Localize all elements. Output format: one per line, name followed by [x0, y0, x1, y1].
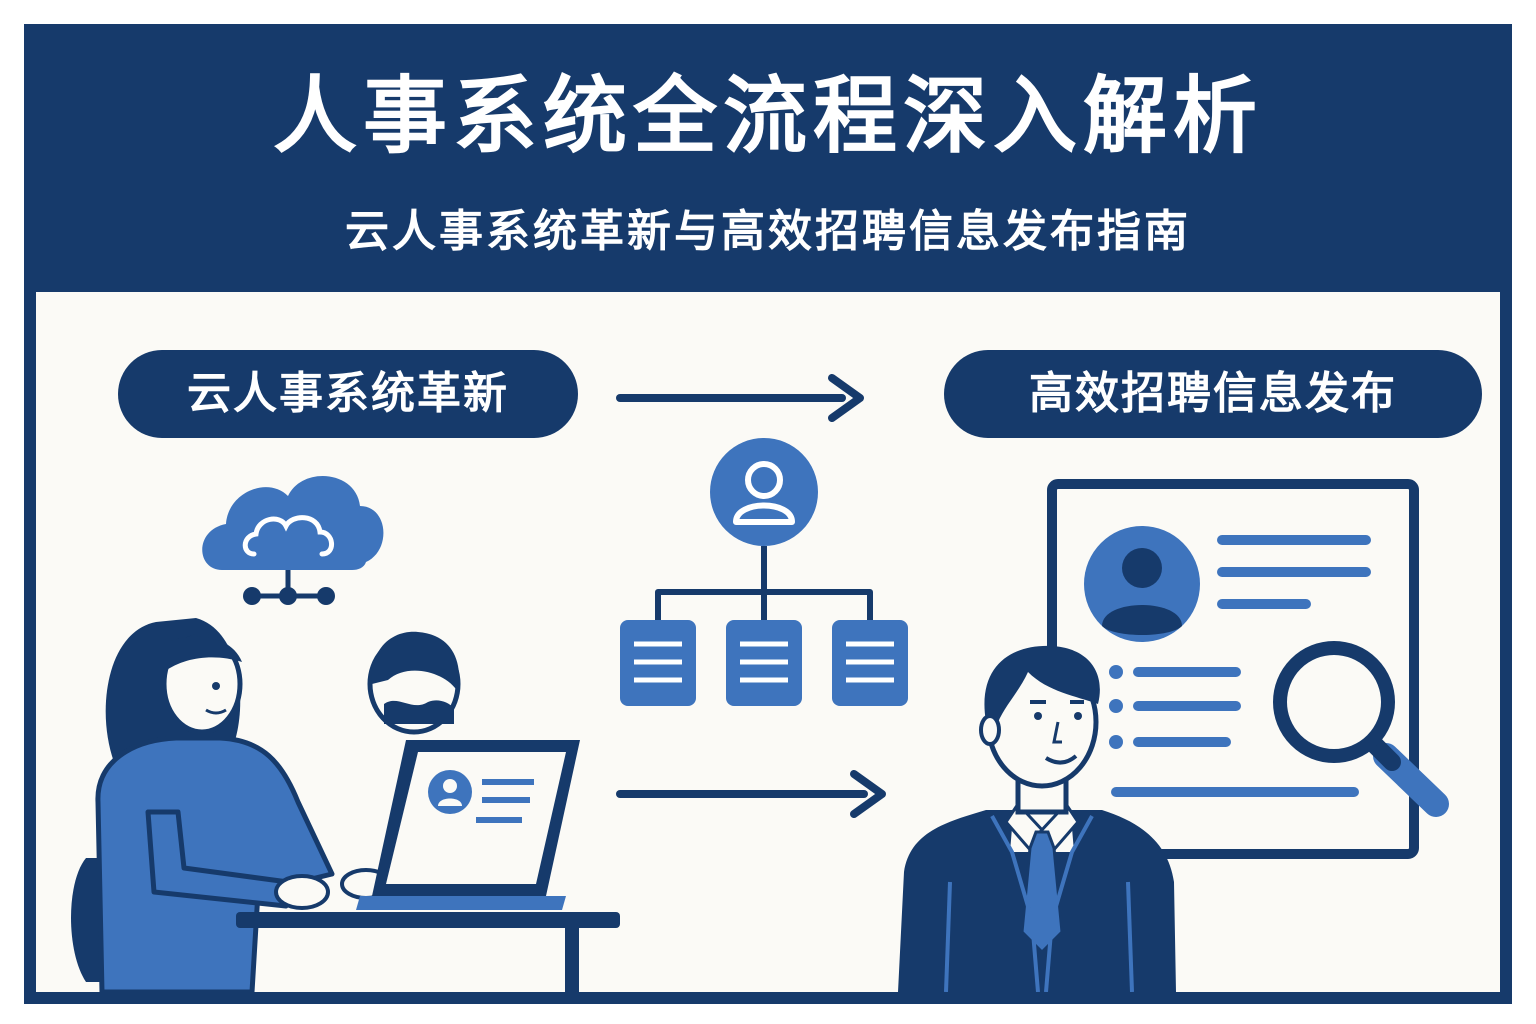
illustration-panel: 云人事系统革新 高效招聘信息发布: [36, 292, 1500, 992]
second-person-head: [367, 631, 461, 735]
org-chart-icon: [620, 438, 908, 706]
user-avatar-icon: [1084, 526, 1200, 642]
illustration-art: [71, 374, 1449, 992]
header-banner: 人事系统全流程深入解析 云人事系统革新与高效招聘信息发布指南: [24, 24, 1512, 292]
arrow-right-icon: [616, 374, 864, 422]
document-icon: [726, 620, 802, 706]
page-subtitle: 云人事系统革新与高效招聘信息发布指南: [345, 206, 1191, 257]
magnifier-icon: [1273, 641, 1449, 817]
businessman: [898, 645, 1176, 992]
poster-frame: 人事系统全流程深入解析 云人事系统革新与高效招聘信息发布指南 云人事系统革新 高…: [24, 24, 1512, 1004]
label-recruitment-publishing: 高效招聘信息发布: [944, 350, 1482, 438]
laptop-icon: [356, 740, 580, 910]
document-icon: [620, 620, 696, 706]
cloud-network-icon: [202, 475, 384, 605]
page-title: 人事系统全流程深入解析: [272, 67, 1263, 165]
label-cloud-hr-innovation: 云人事系统革新: [118, 350, 578, 438]
arrow-right-icon: [616, 770, 886, 818]
document-icon: [832, 620, 908, 706]
resume-board: [1047, 479, 1449, 859]
woman-at-laptop: [71, 618, 620, 992]
